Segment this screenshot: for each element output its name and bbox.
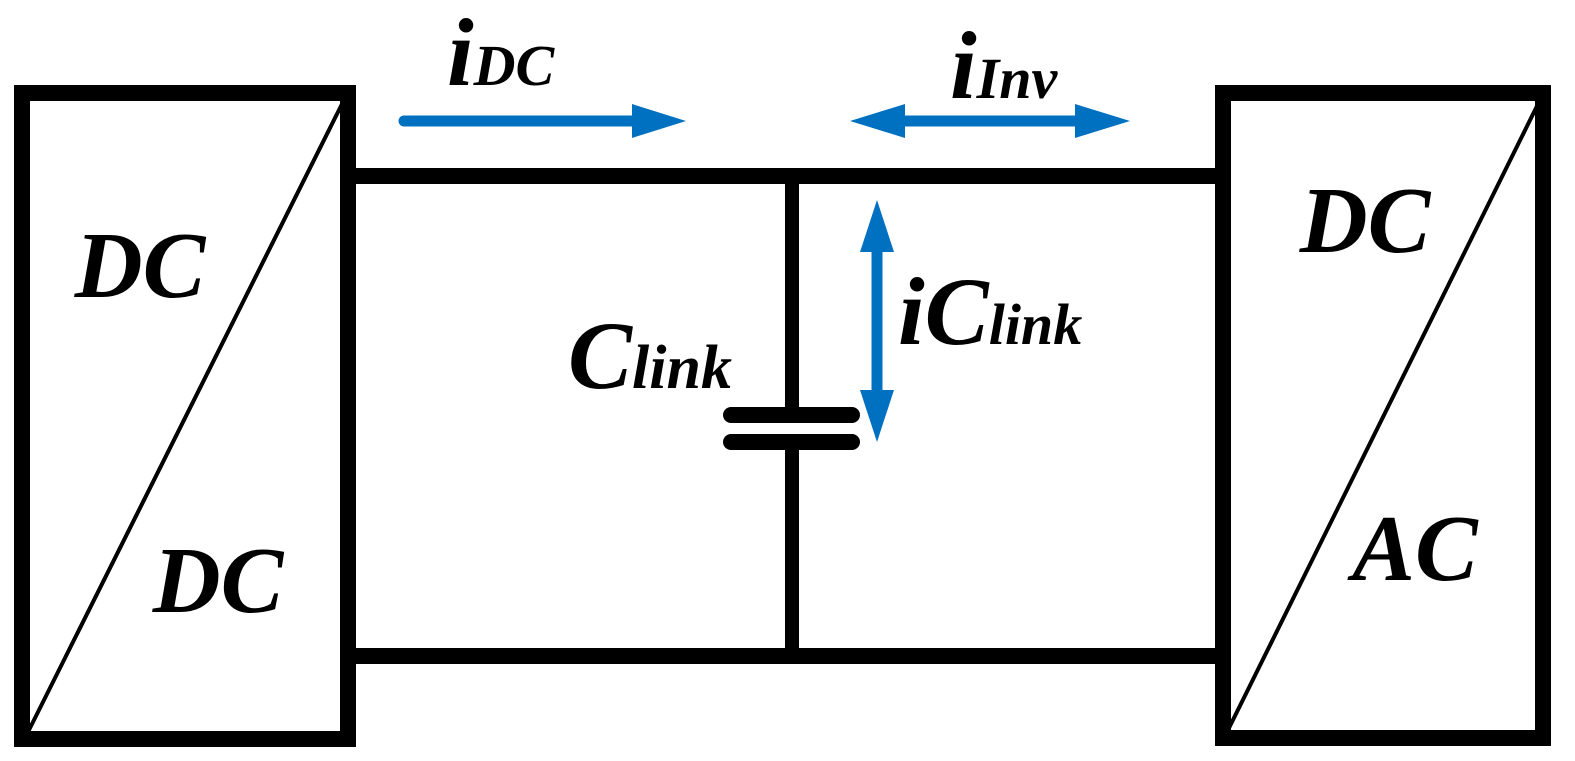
dc-ac-inverter-diagonal xyxy=(1226,99,1542,731)
dc-dc-converter-bottom-label: DC xyxy=(152,529,285,633)
dc-current-arrow-head xyxy=(632,104,686,138)
capacitor-current-arrow-head-down xyxy=(860,390,894,442)
dc-ac-inverter: DC AC xyxy=(1215,85,1551,746)
dc-current-indicator: iDC xyxy=(398,0,686,138)
dc-link-capacitor: Clink xyxy=(568,176,860,656)
inverter-current-label: iInv xyxy=(950,12,1059,119)
inverter-current-arrow-head-left xyxy=(850,104,905,138)
capacitor-current-arrow-head-up xyxy=(860,200,894,252)
dc-current-label: iDC xyxy=(447,0,556,106)
dc-ac-inverter-box xyxy=(1215,85,1551,746)
dc-dc-converter: DC DC xyxy=(14,85,356,747)
capacitor-current-indicator: iClink xyxy=(860,200,1082,442)
dc-ac-inverter-bottom-label: AC xyxy=(1347,497,1479,601)
dc-ac-inverter-top-label: DC xyxy=(1299,169,1432,273)
inverter-current-arrow-head-right xyxy=(1075,104,1130,138)
dc-dc-converter-top-label: DC xyxy=(74,214,207,318)
capacitor-current-label: iClink xyxy=(898,258,1082,365)
dc-dc-converter-box xyxy=(14,85,356,747)
inverter-current-indicator: iInv xyxy=(850,12,1130,138)
dc-dc-converter-diagonal xyxy=(26,99,346,733)
capacitor-label: Clink xyxy=(568,302,732,409)
